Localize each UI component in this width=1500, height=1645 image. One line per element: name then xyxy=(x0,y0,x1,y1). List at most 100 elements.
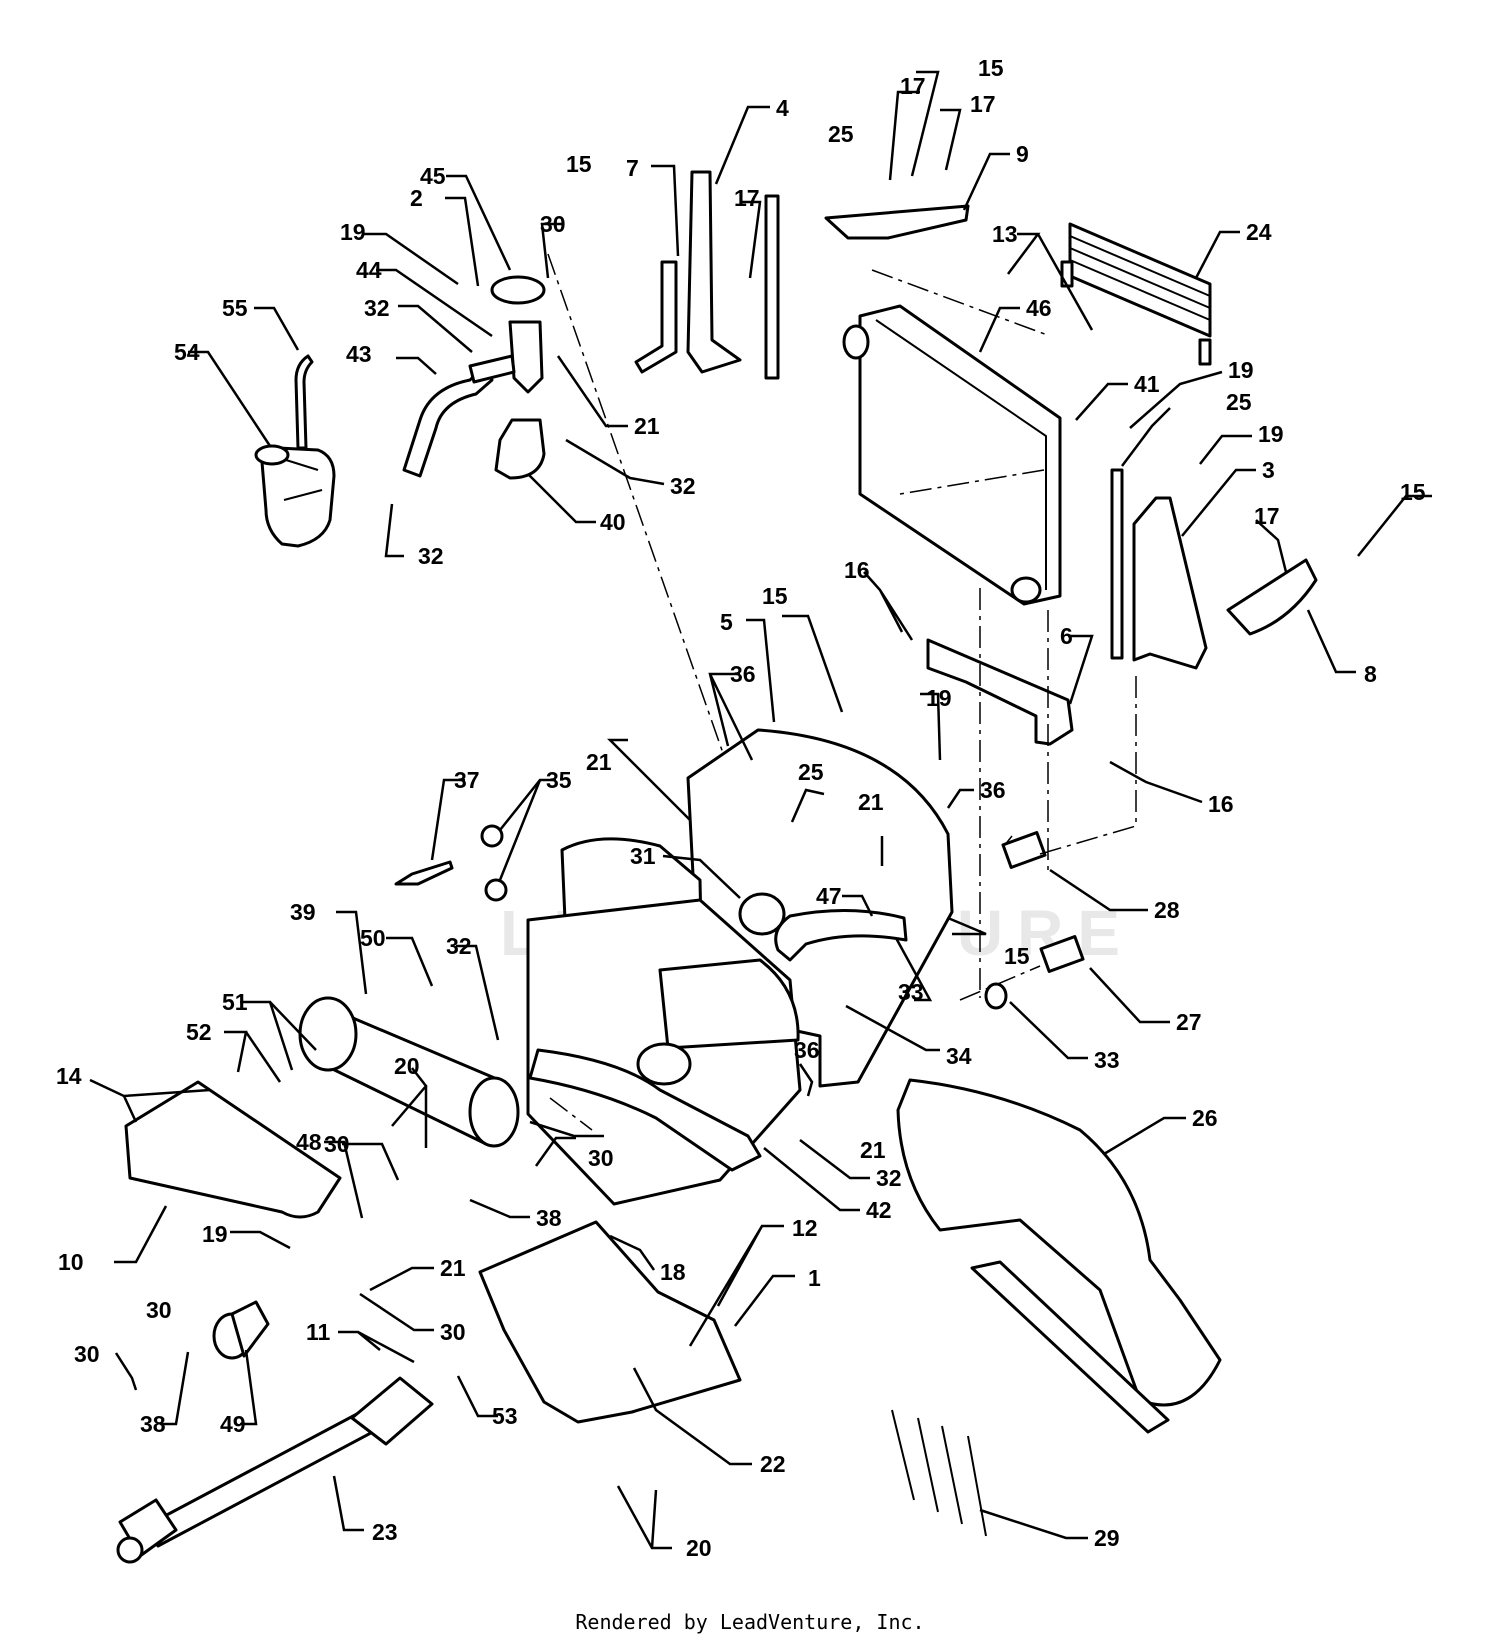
callout-30d: 30 xyxy=(146,1297,172,1323)
assembly-lines xyxy=(547,253,1137,1131)
callout-31: 31 xyxy=(630,843,656,869)
callout-38b: 38 xyxy=(140,1411,166,1437)
callout-34: 34 xyxy=(946,1043,972,1069)
bracket-7-part xyxy=(634,260,678,374)
callout-25b: 25 xyxy=(1226,389,1252,415)
callout-19: 19 xyxy=(340,219,366,245)
callout-32: 32 xyxy=(364,295,390,321)
callout-21e: 21 xyxy=(440,1255,466,1281)
callout-42: 42 xyxy=(866,1197,892,1223)
callout-35: 35 xyxy=(546,767,572,793)
callout-9: 9 xyxy=(1016,141,1029,167)
callout-2: 2 xyxy=(410,185,423,211)
fuel-filter-part xyxy=(212,1300,270,1360)
callout-49: 49 xyxy=(220,1411,246,1437)
dipstick-part xyxy=(394,860,454,886)
callout-leaders xyxy=(89,70,1432,1550)
callout-40: 40 xyxy=(600,509,626,535)
callout-45: 45 xyxy=(420,163,446,189)
upper-hose-part xyxy=(402,364,494,478)
callout-15c: 15 xyxy=(762,583,788,609)
callout-5: 5 xyxy=(720,609,733,635)
plug-35a-part xyxy=(480,824,504,848)
callout-13: 13 xyxy=(992,221,1018,247)
callout-41: 41 xyxy=(1134,371,1160,397)
callout-46: 46 xyxy=(1026,295,1052,321)
callout-32e: 32 xyxy=(876,1165,902,1191)
callout-19d: 19 xyxy=(926,685,952,711)
callout-11: 11 xyxy=(306,1319,331,1345)
callout-36: 36 xyxy=(730,661,756,687)
callout-53: 53 xyxy=(492,1403,518,1429)
heat-shield-part xyxy=(124,1080,342,1219)
oil-cooler-part xyxy=(1060,222,1212,366)
callout-43: 43 xyxy=(346,341,372,367)
callout-15d: 15 xyxy=(1400,479,1426,505)
callout-48: 48 xyxy=(296,1129,322,1155)
bracket-6-part xyxy=(926,638,1074,746)
top-plate-part xyxy=(824,204,970,240)
callout-30f: 30 xyxy=(440,1319,466,1345)
callout-21: 21 xyxy=(634,413,660,439)
clamp-31-part xyxy=(738,892,786,936)
callout-1: 1 xyxy=(808,1265,821,1291)
plug-35b-part xyxy=(484,878,508,902)
callout-22: 22 xyxy=(760,1451,786,1477)
callout-12: 12 xyxy=(792,1215,818,1241)
connector-27-part xyxy=(1039,935,1085,973)
callout-39: 39 xyxy=(290,899,316,925)
seal-26-part xyxy=(896,1078,1222,1407)
callout-21d: 21 xyxy=(860,1137,886,1163)
callout-36b: 36 xyxy=(980,777,1006,803)
callout-19b: 19 xyxy=(1228,357,1254,383)
drive-shaft-part xyxy=(116,1376,434,1564)
callout-55: 55 xyxy=(222,295,248,321)
callout-21c: 21 xyxy=(858,789,884,815)
callout-20b: 20 xyxy=(686,1535,712,1561)
callout-3: 3 xyxy=(1262,457,1275,483)
radiator-part xyxy=(842,304,1062,606)
bracket-4-part xyxy=(686,170,742,374)
seal-strip-25-part xyxy=(764,194,780,380)
callout-37: 37 xyxy=(454,767,480,793)
callout-14: 14 xyxy=(56,1063,82,1089)
callout-20: 20 xyxy=(394,1053,420,1079)
callout-10: 10 xyxy=(58,1249,84,1275)
seal-strip-26b-part xyxy=(970,1260,1170,1434)
callout-16b: 16 xyxy=(1208,791,1234,817)
callout-labels: 1 2 3 4 5 6 7 8 9 10 11 12 13 14 15 15 1… xyxy=(56,55,1426,1561)
callout-28: 28 xyxy=(1154,897,1180,923)
callout-17c: 17 xyxy=(734,185,760,211)
callout-30e: 30 xyxy=(74,1341,100,1367)
callout-7: 7 xyxy=(626,155,639,181)
callout-25: 25 xyxy=(828,121,854,147)
callout-32c: 32 xyxy=(418,543,444,569)
callout-30c: 30 xyxy=(588,1145,614,1171)
callout-23: 23 xyxy=(372,1519,398,1545)
callout-19c: 19 xyxy=(1258,421,1284,447)
callout-17b: 17 xyxy=(970,91,996,117)
mounting-plate-part xyxy=(478,1220,742,1424)
shroud-8-part xyxy=(1226,558,1318,636)
callout-33: 33 xyxy=(898,979,924,1005)
callout-44: 44 xyxy=(356,257,382,283)
callout-21b: 21 xyxy=(586,749,612,775)
exhaust-pipe-part xyxy=(528,1048,762,1172)
callout-15: 15 xyxy=(566,151,592,177)
callout-24: 24 xyxy=(1246,219,1272,245)
callout-27: 27 xyxy=(1176,1009,1202,1035)
callout-30: 30 xyxy=(540,211,566,237)
thermostat-housing-part xyxy=(468,275,546,394)
callout-32b: 32 xyxy=(670,473,696,499)
callout-54: 54 xyxy=(174,339,200,365)
callout-25c: 25 xyxy=(798,759,824,785)
callout-51: 51 xyxy=(222,989,248,1015)
callout-36c: 36 xyxy=(794,1037,820,1063)
bracket-3-part xyxy=(1132,496,1208,670)
callout-15b: 15 xyxy=(978,55,1004,81)
callout-16: 16 xyxy=(844,557,870,583)
callout-4: 4 xyxy=(776,95,789,121)
seal-strip-25b-part xyxy=(1110,468,1124,660)
callout-32d: 32 xyxy=(446,933,472,959)
